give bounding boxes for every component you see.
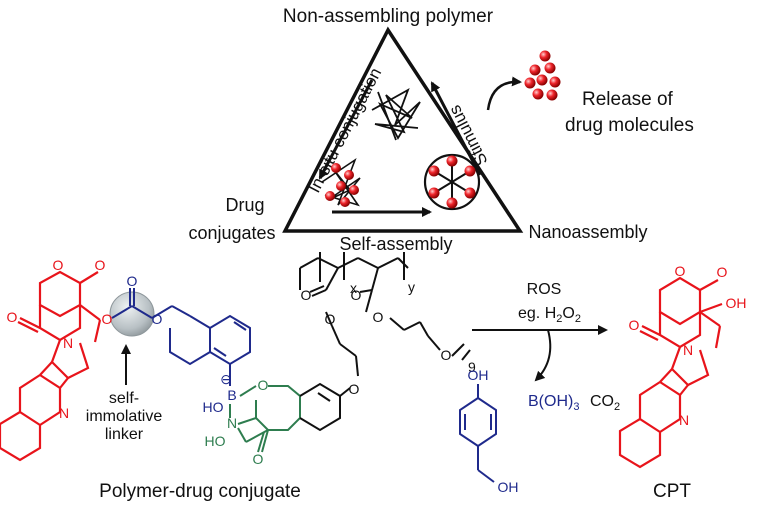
released-drug-icon bbox=[524, 50, 561, 101]
cycle-triangle bbox=[282, 26, 524, 233]
atom-o-cpt-carbonyl: O bbox=[717, 264, 728, 280]
atom-o-polymer-1: O bbox=[301, 287, 312, 303]
atom-n-cpt-quinoline: N bbox=[679, 412, 689, 428]
tangled-polymer-icon bbox=[371, 88, 421, 141]
atom-o-cpt-pyridone: O bbox=[629, 317, 640, 333]
hydroxybenzyl-alcohol-structure: OH OH bbox=[459, 367, 519, 495]
atom-o-ester-polymer: O bbox=[325, 311, 336, 327]
atom-o-carbonate-2: O bbox=[152, 311, 163, 327]
benzyl-fragment bbox=[169, 314, 251, 386]
atom-o-carbonate: O bbox=[127, 273, 138, 289]
polymer-backbone bbox=[299, 252, 441, 351]
atom-oh-benzyl: OH bbox=[498, 479, 519, 495]
atom-o-polymer-3: O bbox=[373, 309, 384, 325]
aryl-ether-fragment bbox=[299, 311, 359, 432]
atom-n-quinoline: N bbox=[59, 405, 69, 421]
subscript-9: 9 bbox=[468, 359, 476, 375]
camptothecin-product: O O O OH N N CPT bbox=[618, 263, 747, 502]
label-reagent: eg. H2O2 bbox=[518, 305, 581, 325]
atom-n-pyridone: N bbox=[63, 335, 73, 351]
label-self-assembly: Self-assembly bbox=[339, 234, 452, 254]
atom-n-cpt-pyridone: N bbox=[683, 342, 693, 358]
camptothecin-fragment bbox=[0, 270, 102, 462]
label-nanoassembly: Nanoassembly bbox=[528, 222, 647, 242]
label-boric-acid: B(OH)3 bbox=[528, 393, 579, 413]
label-self: self- bbox=[109, 390, 139, 407]
label-cpt: CPT bbox=[653, 481, 691, 502]
subscript-y: y bbox=[408, 279, 415, 295]
atom-o-ether: O bbox=[349, 381, 360, 397]
subscript-x: x bbox=[350, 280, 357, 296]
atom-n-boronate: N bbox=[227, 415, 237, 431]
atom-o-cpt-lactone: O bbox=[675, 263, 686, 279]
byproduct-arrow bbox=[534, 329, 552, 382]
atom-o-amide: O bbox=[253, 451, 264, 467]
label-drug: Drug bbox=[225, 195, 264, 215]
label-co2: CO2 bbox=[590, 393, 620, 413]
atom-o-polymer-2: O bbox=[351, 287, 362, 303]
arrow-stimulus bbox=[430, 81, 482, 176]
atom-oh-cpt: OH bbox=[726, 295, 747, 311]
drug-conjugate-icon bbox=[321, 157, 361, 207]
label-immolative: immolative bbox=[86, 408, 163, 425]
label-linker: linker bbox=[105, 426, 144, 443]
label-release-of: Release of bbox=[582, 89, 674, 110]
arrow-release bbox=[486, 76, 522, 111]
immolative-linker-sphere bbox=[109, 291, 155, 337]
atom-ho-boron: HO bbox=[203, 399, 224, 415]
boronate-fragment bbox=[229, 385, 301, 453]
atom-b: B bbox=[227, 387, 236, 403]
arrow-in-situ-conjugation bbox=[318, 79, 374, 180]
atom-ho-n: HO bbox=[205, 433, 226, 449]
atom-o-boronate: O bbox=[258, 377, 269, 393]
atom-oh-phenol: OH bbox=[468, 367, 489, 383]
label-ros: ROS bbox=[527, 281, 562, 298]
atom-o-ester: O bbox=[102, 311, 113, 327]
reaction-arrow-group: ROS eg. H2O2 B(OH)3 CO2 bbox=[472, 281, 620, 413]
atom-o-pyridone: O bbox=[7, 309, 18, 325]
nanoassembly-icon bbox=[423, 153, 481, 211]
cycle-diagram: Non-assembling polymer In-situ conjugati… bbox=[188, 6, 693, 254]
label-non-assembling-polymer: Non-assembling polymer bbox=[283, 6, 494, 27]
atom-b-charge: ⊖ bbox=[220, 371, 232, 387]
label-conjugates: conjugates bbox=[188, 223, 275, 243]
atom-o-carbonyl: O bbox=[95, 257, 106, 273]
polymer-drug-conjugate-structure: O O O N N O O O self- immolative linker bbox=[0, 252, 476, 502]
label-polymer-drug-conjugate: Polymer-drug conjugate bbox=[99, 481, 301, 502]
label-drug-molecules: drug molecules bbox=[565, 115, 694, 136]
atom-o-peg: O bbox=[441, 347, 452, 363]
atom-o-lactone: O bbox=[53, 257, 64, 273]
